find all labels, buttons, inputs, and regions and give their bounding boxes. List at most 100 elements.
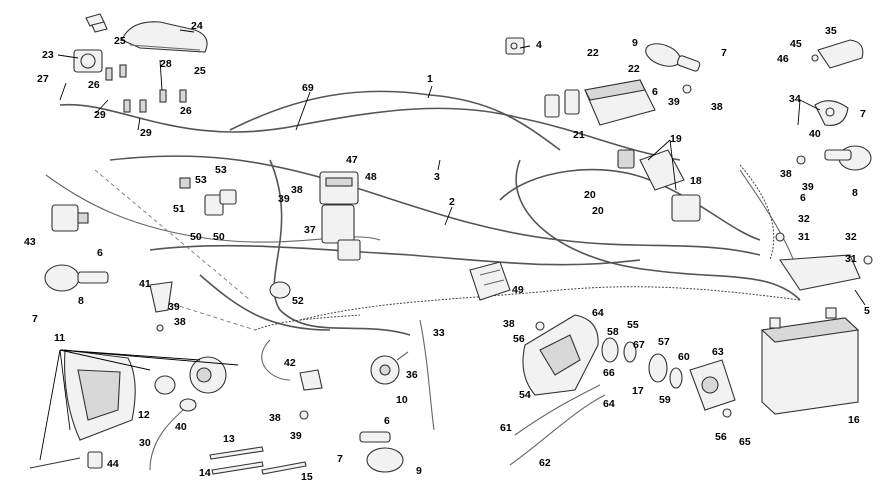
callout-64: 64 [592,307,604,319]
callout-23: 23 [42,49,54,61]
callout-66: 66 [603,367,615,379]
callout-26: 26 [180,105,192,117]
callout-39: 39 [668,96,680,108]
callout-29: 29 [94,109,106,121]
instrument-cluster [121,21,208,53]
callout-40: 40 [175,421,187,433]
callout-14: 14 [199,467,211,479]
callout-38: 38 [174,316,186,328]
callout-6: 6 [384,415,390,427]
indicator-rear-right [824,145,872,171]
callout-34: 34 [789,93,801,105]
callout-39: 39 [802,181,814,193]
callout-19: 19 [670,133,682,145]
callout-67: 67 [633,339,645,351]
callout-50: 50 [190,231,202,243]
indicator-front-right [645,43,701,72]
callout-51: 51 [173,203,185,215]
relays-50-53 [179,177,237,216]
callout-22: 22 [587,47,599,59]
callout-49: 49 [512,284,524,296]
callout-6: 6 [800,192,806,204]
callout-54: 54 [519,389,531,401]
callout-26: 26 [88,79,100,91]
callout-38: 38 [269,412,281,424]
regulator-49 [469,261,511,301]
callout-21: 21 [573,129,585,141]
callout-44: 44 [107,458,119,470]
battery-16 [760,307,860,415]
ecu-21 [584,79,656,126]
callout-65: 65 [739,436,751,448]
callout-20: 20 [584,189,596,201]
callout-38: 38 [711,101,723,113]
callout-27: 27 [37,73,49,85]
callout-38: 38 [503,318,515,330]
brackets [149,281,323,391]
callout-48: 48 [365,171,377,183]
callout-38: 38 [780,168,792,180]
starter-63 [689,359,736,411]
callout-labels: 1 2 3 4 5 6 6 6 6 7 7 7 7 8 8 9 9 10 11 … [24,20,870,483]
callout-62: 62 [539,457,551,469]
callout-39: 39 [168,301,180,313]
callout-4: 4 [536,39,542,51]
callout-63: 63 [712,346,724,358]
callout-35: 35 [825,25,837,37]
cable-ties [209,446,307,475]
callout-42: 42 [284,357,296,369]
callout-1: 1 [427,73,433,85]
relay-box-18 [617,149,701,222]
caliper-assembly-54 [522,314,599,396]
callout-31: 31 [845,253,857,265]
callout-13: 13 [223,433,235,445]
callout-46: 46 [777,53,789,65]
callout-33: 33 [433,327,445,339]
callout-18: 18 [690,175,702,187]
callout-37: 37 [304,224,316,236]
callout-36: 36 [406,369,418,381]
callout-69: 69 [302,82,314,94]
callout-6: 6 [97,247,103,259]
callout-43: 43 [24,236,36,248]
callout-24: 24 [191,20,203,32]
callout-17: 17 [632,385,644,397]
callout-29: 29 [140,127,152,139]
battery-bracket-5 [779,254,861,291]
callout-61: 61 [500,422,512,434]
callout-47: 47 [346,154,358,166]
callout-32: 32 [798,213,810,225]
callout-2: 2 [449,196,455,208]
cdi-47 [319,171,359,205]
callout-39: 39 [278,193,290,205]
callout-10: 10 [396,394,408,406]
license-plate-light-34 [814,100,849,126]
gear-set [601,337,683,389]
sensor-43 [51,204,89,232]
callout-60: 60 [678,351,690,363]
callout-15: 15 [301,471,313,483]
indicator-left [44,264,109,292]
callout-56: 56 [513,333,525,345]
callout-3: 3 [434,171,440,183]
callout-45: 45 [790,38,802,50]
callout-8: 8 [852,187,858,199]
callout-5: 5 [864,305,870,317]
bulb-40 [179,398,197,412]
callout-7: 7 [721,47,727,59]
callout-9: 9 [416,465,422,477]
callout-7: 7 [32,313,38,325]
callout-7: 7 [860,108,866,120]
callout-22: 22 [628,63,640,75]
callout-64: 64 [603,398,615,410]
callout-57: 57 [658,336,670,348]
callout-32: 32 [845,231,857,243]
callout-53: 53 [195,174,207,186]
ignition-switch [73,13,108,73]
headlight-11 [29,349,227,469]
callout-38: 38 [291,184,303,196]
callout-59: 59 [659,394,671,406]
fasteners [156,54,873,420]
throttle-cables [509,384,606,466]
